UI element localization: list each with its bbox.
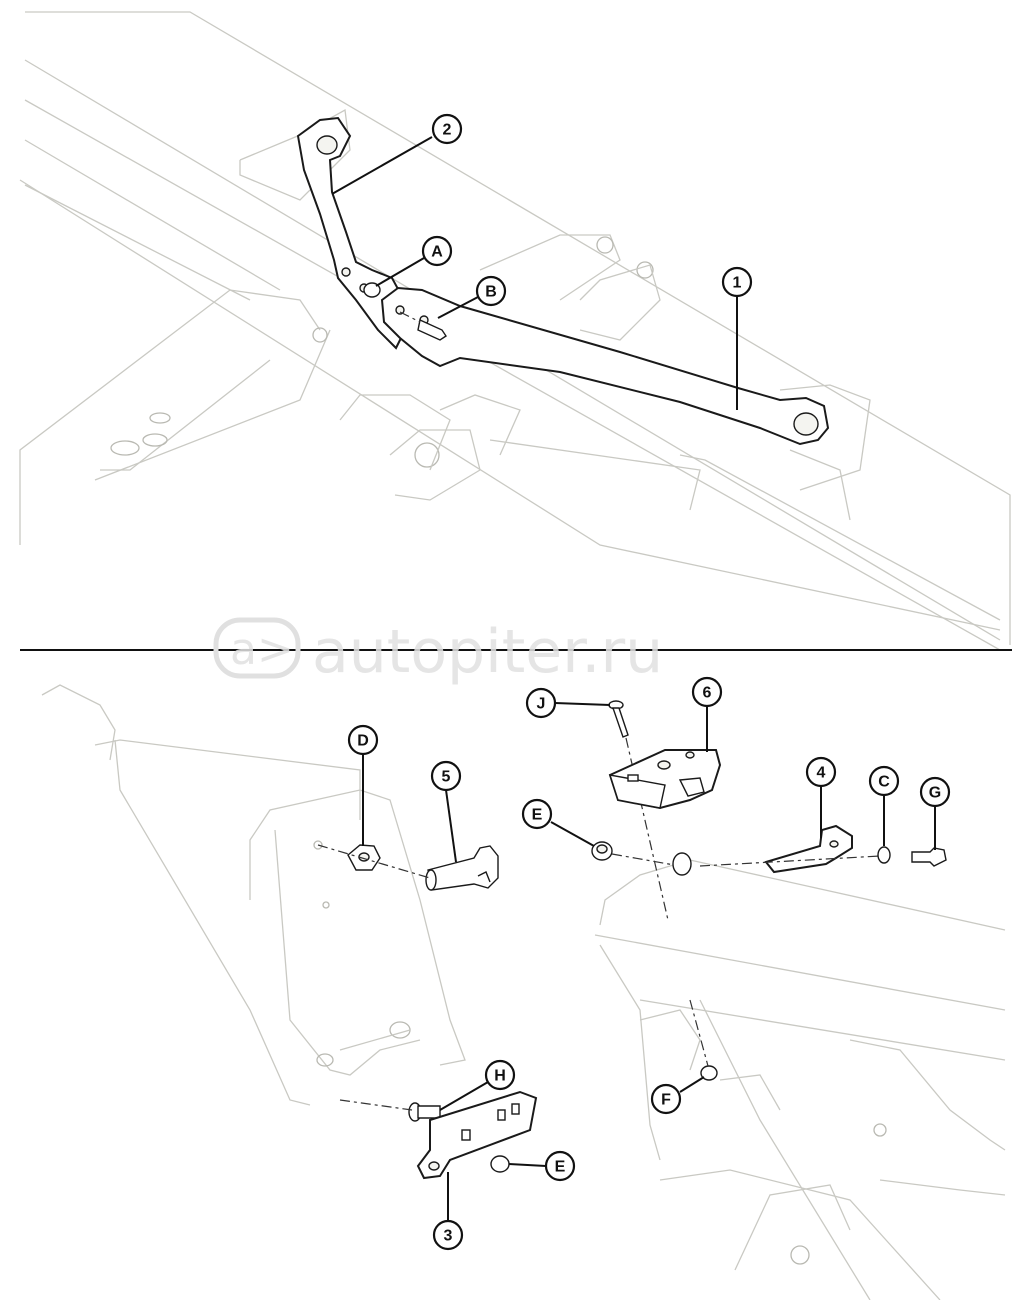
svg-text:F: F xyxy=(661,1092,671,1109)
axis-E-bracket xyxy=(611,853,681,867)
callout-E-lower: E xyxy=(544,1150,576,1182)
svg-text:H: H xyxy=(494,1068,506,1085)
callout-2: 2 xyxy=(431,113,463,145)
svg-text:C: C xyxy=(878,774,890,791)
leader-2 xyxy=(331,136,433,195)
washer-A xyxy=(363,282,381,298)
svg-text:D: D xyxy=(357,733,369,750)
callout-H: H xyxy=(484,1059,516,1091)
switch-block-part-6 xyxy=(608,749,722,810)
screw-J xyxy=(608,700,629,738)
mount-boss xyxy=(672,852,692,876)
bolt-G xyxy=(911,847,947,867)
axis-J-6 xyxy=(625,737,669,921)
callout-D: D xyxy=(347,724,379,756)
callout-4: 4 xyxy=(805,756,837,788)
svg-text:E: E xyxy=(555,1159,566,1176)
watermark: a> autopiter.ru xyxy=(213,617,663,687)
nut-F xyxy=(700,1065,718,1081)
callout-J: J xyxy=(525,687,557,719)
top-frame-background xyxy=(19,11,1011,651)
pin-part-5 xyxy=(425,845,499,891)
leader-H xyxy=(439,1081,489,1111)
svg-text:A: A xyxy=(431,244,443,261)
svg-text:4: 4 xyxy=(817,765,826,782)
callout-5: 5 xyxy=(430,760,462,792)
axis-4-C-G xyxy=(699,855,881,867)
callout-B: B xyxy=(475,275,507,307)
callout-C: C xyxy=(868,765,900,797)
callout-1: 1 xyxy=(721,266,753,298)
leader-B xyxy=(437,296,479,319)
svg-text:2: 2 xyxy=(443,122,452,139)
lever-bracket-part-4 xyxy=(764,824,853,874)
callout-G: G xyxy=(919,776,951,808)
callout-A: A xyxy=(421,235,453,267)
leader-E-lower xyxy=(508,1163,547,1167)
leader-J xyxy=(554,702,611,706)
axis-F xyxy=(689,999,709,1067)
watermark-logo-icon xyxy=(213,617,301,679)
svg-text:1: 1 xyxy=(733,275,742,292)
watermark-text: autopiter.ru xyxy=(312,617,663,687)
svg-text:B: B xyxy=(485,284,497,301)
svg-text:E: E xyxy=(532,807,543,824)
leader-F xyxy=(679,1076,705,1093)
spacer-E-upper xyxy=(591,841,613,861)
washer-C xyxy=(877,846,891,864)
callout-6: 6 xyxy=(691,676,723,708)
callout-3: 3 xyxy=(432,1219,464,1251)
watermark-logo-glyph: a> xyxy=(230,624,294,675)
pin-H xyxy=(408,1102,441,1122)
spacer-E-lower xyxy=(490,1155,510,1173)
nut-D xyxy=(347,844,381,871)
leader-E-upper xyxy=(550,821,595,847)
axis-D-5 xyxy=(317,844,431,879)
bolt-B xyxy=(399,311,447,341)
svg-text:G: G xyxy=(929,785,941,802)
latch-part-3 xyxy=(416,1090,538,1180)
leader-5 xyxy=(445,789,457,863)
callout-F: F xyxy=(650,1083,682,1115)
callout-E-upper: E xyxy=(521,798,553,830)
svg-text:5: 5 xyxy=(442,769,451,786)
bottom-left-boom-background xyxy=(41,684,466,1106)
leader-A xyxy=(375,257,425,287)
svg-text:3: 3 xyxy=(444,1228,453,1245)
bottom-right-frame-background xyxy=(594,859,1006,1300)
axis-3-pin xyxy=(339,1099,413,1111)
svg-text:J: J xyxy=(537,696,546,713)
arm-part-1 xyxy=(380,286,830,446)
svg-text:6: 6 xyxy=(703,685,712,702)
